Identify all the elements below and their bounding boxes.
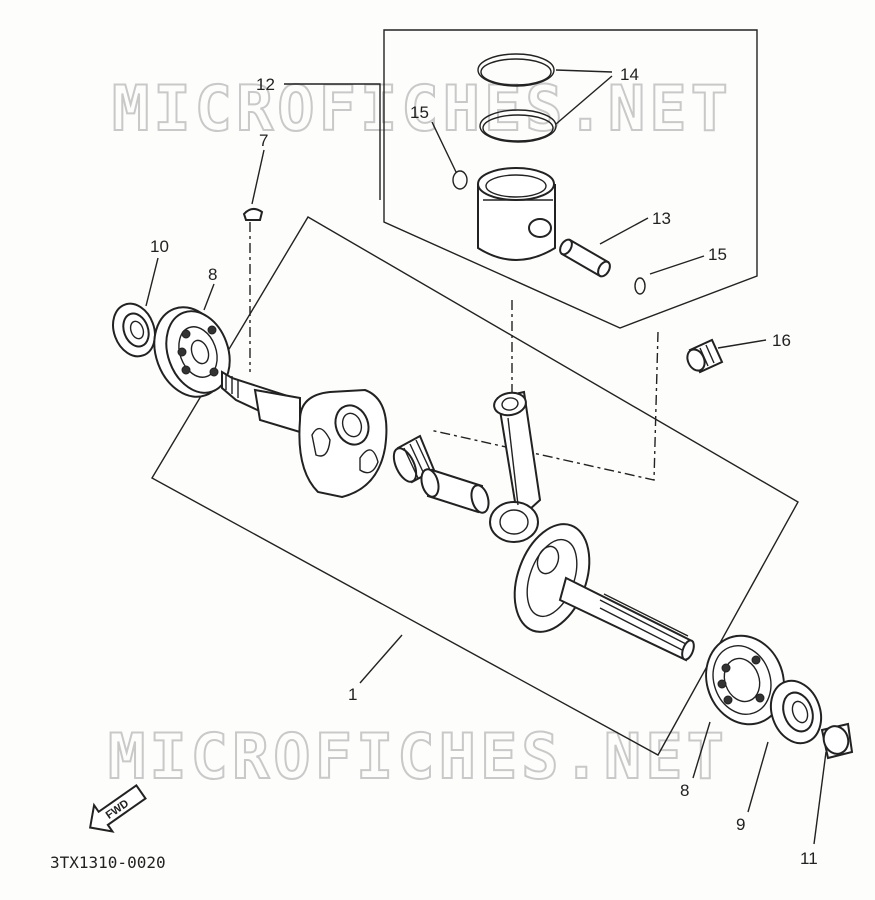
piston-group-box bbox=[383, 29, 758, 329]
callout-15-lower: 15 bbox=[708, 245, 727, 264]
small-end-bearing bbox=[686, 338, 724, 374]
crankshaft-right-half bbox=[513, 523, 695, 662]
leader-15a bbox=[431, 121, 457, 173]
oil-seal-left bbox=[112, 302, 156, 358]
circlip-left bbox=[452, 170, 468, 190]
leader-15b bbox=[649, 255, 705, 275]
connecting-rod bbox=[489, 390, 542, 543]
callout-11: 11 bbox=[800, 849, 818, 868]
collar bbox=[820, 722, 854, 760]
leader-14a bbox=[555, 69, 613, 73]
drawing-code: 3TX1310-0020 bbox=[50, 853, 166, 872]
fwd-arrow-icon: FWD bbox=[88, 783, 147, 833]
bearing-alignment-line bbox=[429, 331, 659, 481]
crank-pin bbox=[420, 468, 490, 514]
piston-ring-second bbox=[479, 109, 557, 143]
piston-ring-top bbox=[477, 53, 555, 87]
leader-16 bbox=[717, 339, 767, 349]
oil-seal-right bbox=[769, 679, 823, 745]
leader-8a bbox=[203, 283, 215, 311]
callout-12: 12 bbox=[256, 75, 275, 94]
watermark-top: MICROFICHES.NET bbox=[112, 72, 732, 145]
circlip-right bbox=[634, 277, 646, 295]
leader-1 bbox=[359, 634, 403, 684]
piston bbox=[477, 167, 556, 261]
woodruff-key bbox=[242, 208, 264, 221]
callout-9: 9 bbox=[736, 815, 745, 834]
crankshaft-left-half bbox=[221, 370, 388, 499]
leader-7 bbox=[251, 149, 265, 205]
leader-9 bbox=[747, 741, 769, 813]
leader-14b bbox=[555, 75, 613, 125]
callout-1: 1 bbox=[348, 685, 357, 704]
leader-13 bbox=[599, 217, 649, 245]
leader-8b bbox=[692, 721, 711, 779]
callout-7: 7 bbox=[259, 131, 268, 150]
callout-10: 10 bbox=[150, 237, 169, 256]
callout-8-left: 8 bbox=[208, 265, 217, 284]
bearing-left bbox=[153, 306, 231, 398]
callout-15-upper: 15 bbox=[410, 103, 429, 122]
leader-12 bbox=[284, 83, 381, 200]
leader-11 bbox=[813, 751, 827, 845]
watermark-bottom: MICROFICHES.NET bbox=[108, 720, 728, 793]
piston-ring-top-inner bbox=[480, 58, 552, 86]
callout-13: 13 bbox=[652, 209, 671, 228]
leader-10 bbox=[145, 257, 159, 307]
piston-pin bbox=[559, 238, 611, 278]
piston-ring-second-inner bbox=[482, 114, 554, 142]
callout-16: 16 bbox=[772, 331, 791, 350]
callout-14: 14 bbox=[620, 65, 639, 84]
callout-8-right: 8 bbox=[680, 781, 689, 800]
bearing-right bbox=[705, 634, 785, 726]
